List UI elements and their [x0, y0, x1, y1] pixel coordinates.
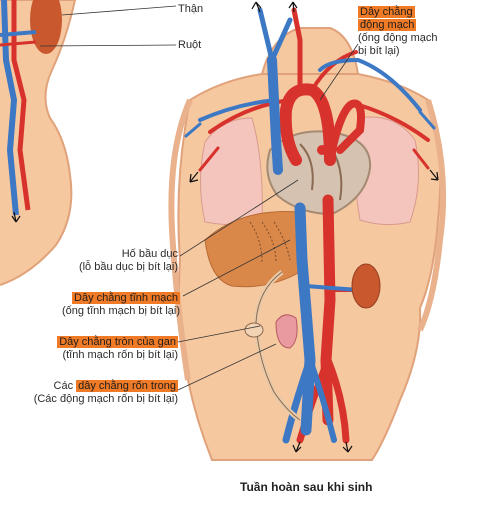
umbilical-title: dây chằng rốn trong: [76, 380, 178, 392]
umbilical-sub: (Các động mạch rốn bị bít lại): [33, 393, 178, 405]
arterial-ligament-sub-1: (ống động mạch: [358, 32, 438, 44]
flow-arrows: [11, 1, 439, 453]
fossa-sub: (lỗ bầu dục bị bít lại): [78, 261, 178, 273]
umbilical-prefix: Các: [53, 380, 77, 392]
arterial-ligament-sub-2: bị bít lại): [358, 45, 400, 57]
left-child-figure: [0, 0, 77, 286]
label-than: Thận: [178, 3, 204, 15]
label-venous-ligament: Dây chằng tĩnh mạch (ống tĩnh mạch bị bí…: [62, 292, 180, 318]
round-ligament-sub: (tĩnh mạch rốn bị bít lại): [62, 349, 178, 361]
arterial-ligament-title-2: động mạch: [358, 19, 417, 31]
left-kidney: [30, 0, 62, 54]
liver: [204, 211, 301, 288]
venous-ligament-sub: (ống tĩnh mạch bị bít lại): [61, 305, 180, 317]
fossa-title: Hố bầu dục: [121, 248, 178, 260]
veins: [184, 7, 436, 444]
figure-caption: Tuần hoàn sau khi sinh: [240, 480, 373, 494]
bladder: [275, 314, 298, 349]
arterial-ligament-title-1: Dây chằng: [358, 6, 415, 18]
venous-ligament-title: Dây chằng tĩnh mạch: [72, 292, 180, 304]
label-fossa-ovalis: Hố bầu dục (lỗ bầu dục bị bít lại): [79, 248, 178, 274]
leader-lines: [39, 5, 359, 391]
label-umbilical-ligaments: Các dây chằng rốn trong (Các động mạch r…: [34, 380, 178, 406]
label-arterial-ligament: Dây chằng động mạch (ống động mạch bị bí…: [358, 6, 438, 58]
label-ruot: Ruột: [178, 39, 202, 51]
right-kidney: [351, 263, 381, 309]
round-ligament-title: Dây chằng tròn của gan: [57, 336, 178, 348]
label-round-ligament: Dây chằng tròn của gan (tĩnh mạch rốn bị…: [57, 336, 178, 362]
